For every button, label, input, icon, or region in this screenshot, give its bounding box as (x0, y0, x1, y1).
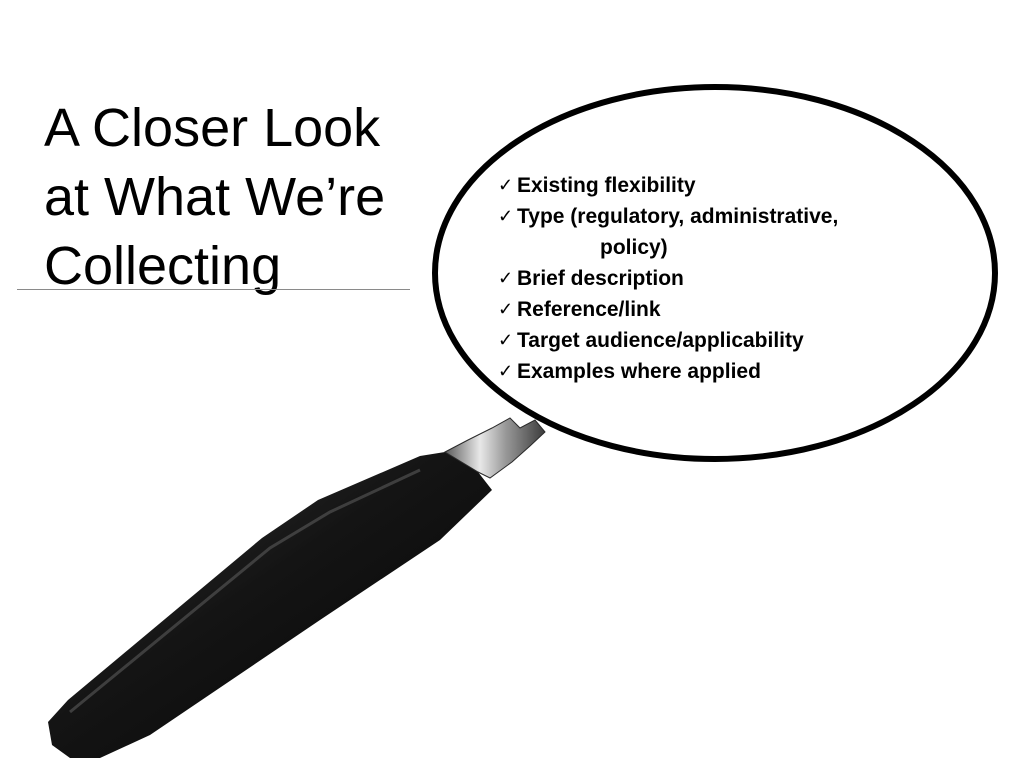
title-divider (17, 289, 410, 290)
list-item: ✓Reference/link (498, 294, 938, 325)
checkmark-icon: ✓ (498, 268, 514, 288)
checkmark-icon: ✓ (498, 175, 514, 195)
checkmark-icon: ✓ (498, 206, 514, 226)
magnifier-handle (48, 452, 492, 758)
magnifier-ferrule (443, 417, 546, 479)
checkmark-icon: ✓ (498, 330, 514, 350)
list-item-text: Reference/link (517, 298, 661, 321)
slide-title: A Closer Look at What We’re Collecting (44, 98, 386, 297)
list-item-text: Type (regulatory, administrative, (517, 205, 839, 228)
list-item-text: Brief description (517, 267, 684, 290)
magnifier-lens (432, 84, 998, 462)
list-item-continuation: policy) (600, 236, 668, 259)
list-item: ✓Brief description (498, 263, 938, 294)
list-item: ✓Type (regulatory, administrative, policy… (498, 201, 938, 263)
checkmark-icon: ✓ (498, 299, 514, 319)
criteria-list: ✓Existing flexibility ✓Type (regulatory,… (498, 170, 938, 387)
checkmark-icon: ✓ (498, 361, 514, 381)
list-item: ✓Existing flexibility (498, 170, 938, 201)
list-item: ✓Examples where applied (498, 356, 938, 387)
list-item: ✓Target audience/applicability (498, 325, 938, 356)
list-item-text: Existing flexibility (517, 174, 696, 197)
list-item-text: Examples where applied (517, 360, 761, 383)
list-item-text: Target audience/applicability (517, 329, 804, 352)
